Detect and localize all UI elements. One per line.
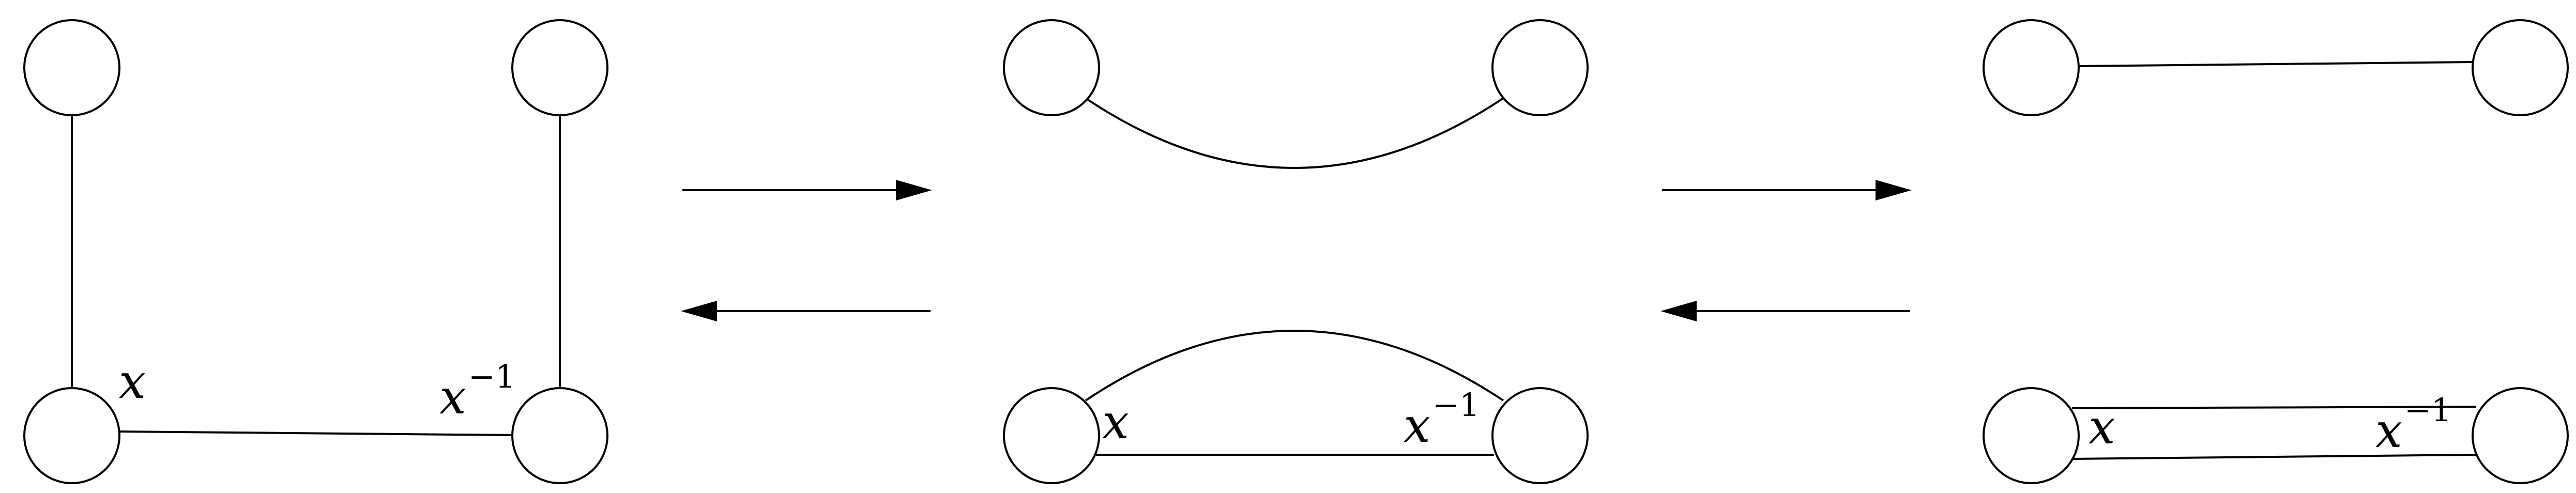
edge-top-arc [1085, 97, 1504, 169]
label-x-inverse: x−1 [439, 358, 515, 425]
label-x-inverse-base: x [2375, 403, 2402, 458]
node-bottom-right [511, 387, 608, 484]
edge-top [2078, 61, 2474, 67]
node-bottom-right [1491, 387, 1589, 484]
label-x: x [119, 354, 146, 409]
arrows-pair-1 [681, 180, 932, 321]
arrows-pair-2 [1660, 180, 1912, 321]
label-x: x [2089, 399, 2115, 455]
node-top-left [23, 19, 120, 116]
edge-bottom-lower [2071, 454, 2477, 460]
panel-middle: x x−1 [1003, 19, 1589, 484]
node-bottom-left [23, 387, 120, 484]
label-x-inverse-base: x [1404, 398, 1430, 453]
label-x-inverse: x−1 [2375, 391, 2451, 458]
panel-left: x x−1 [23, 19, 608, 484]
node-top-left [1003, 19, 1100, 116]
label-x-inverse-exponent: −1 [468, 358, 515, 395]
label-x-inverse-base: x [439, 369, 466, 425]
node-top-right [1491, 19, 1589, 116]
node-top-right [511, 19, 608, 116]
edge-bottom-arc [1085, 330, 1504, 402]
label-x-inverse-exponent: −1 [2404, 391, 2451, 429]
node-bottom-left [1003, 387, 1100, 484]
label-x-inverse-exponent: −1 [1432, 386, 1480, 424]
panel-right: x x−1 [1983, 19, 2569, 484]
label-x: x [1102, 394, 1129, 450]
node-bottom-right [2472, 387, 2569, 484]
edge-bottom-upper [2071, 406, 2477, 409]
node-bottom-left [1983, 387, 2080, 484]
label-x-inverse: x−1 [1404, 386, 1480, 453]
edge-bottom [119, 430, 513, 436]
node-top-left [1983, 19, 2080, 116]
node-top-right [2472, 19, 2569, 116]
